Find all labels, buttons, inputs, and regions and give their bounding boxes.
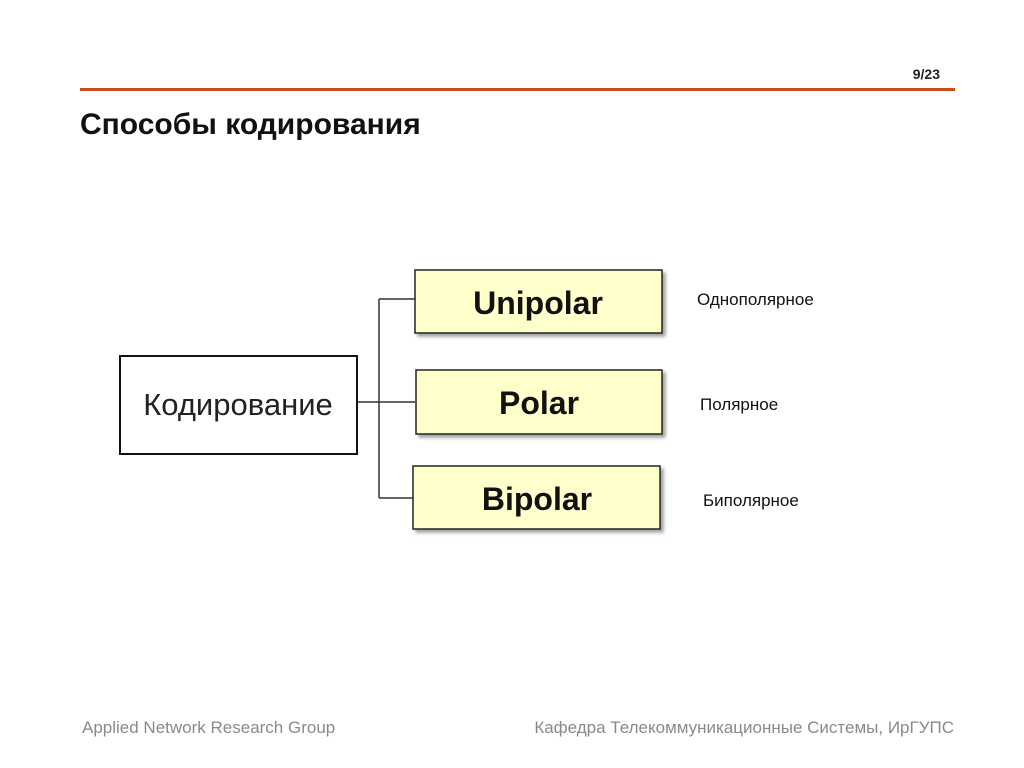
branch-box-polar: [415, 369, 663, 435]
root-node: Кодирование: [119, 355, 358, 455]
branch-label-bipolar: Bipolar: [482, 481, 592, 517]
branch-polar: Polar: [415, 369, 663, 435]
branch-label-unipolar: Unipolar: [473, 285, 603, 321]
header-rule: [80, 88, 955, 91]
slide-number: 9/23: [912, 66, 940, 82]
footer-department: Кафедра Телекоммуникационные Системы, Ир…: [534, 718, 954, 737]
branch-bipolar: Bipolar: [412, 465, 661, 530]
root-label: Кодирование: [143, 387, 333, 422]
page-title: Способы кодирования: [80, 108, 421, 141]
translation-unipolar: Однополярное: [697, 290, 814, 309]
root-box: [119, 355, 358, 455]
translation-bipolar: Биполярное: [703, 491, 799, 510]
branch-label-polar: Polar: [499, 385, 579, 421]
branch-box-unipolar: [414, 269, 663, 334]
branch-box-bipolar: [412, 465, 661, 530]
translation-polar: Полярное: [700, 395, 779, 414]
branch-unipolar: Unipolar: [414, 269, 663, 334]
footer-group-name: Applied Network Research Group: [82, 718, 336, 737]
